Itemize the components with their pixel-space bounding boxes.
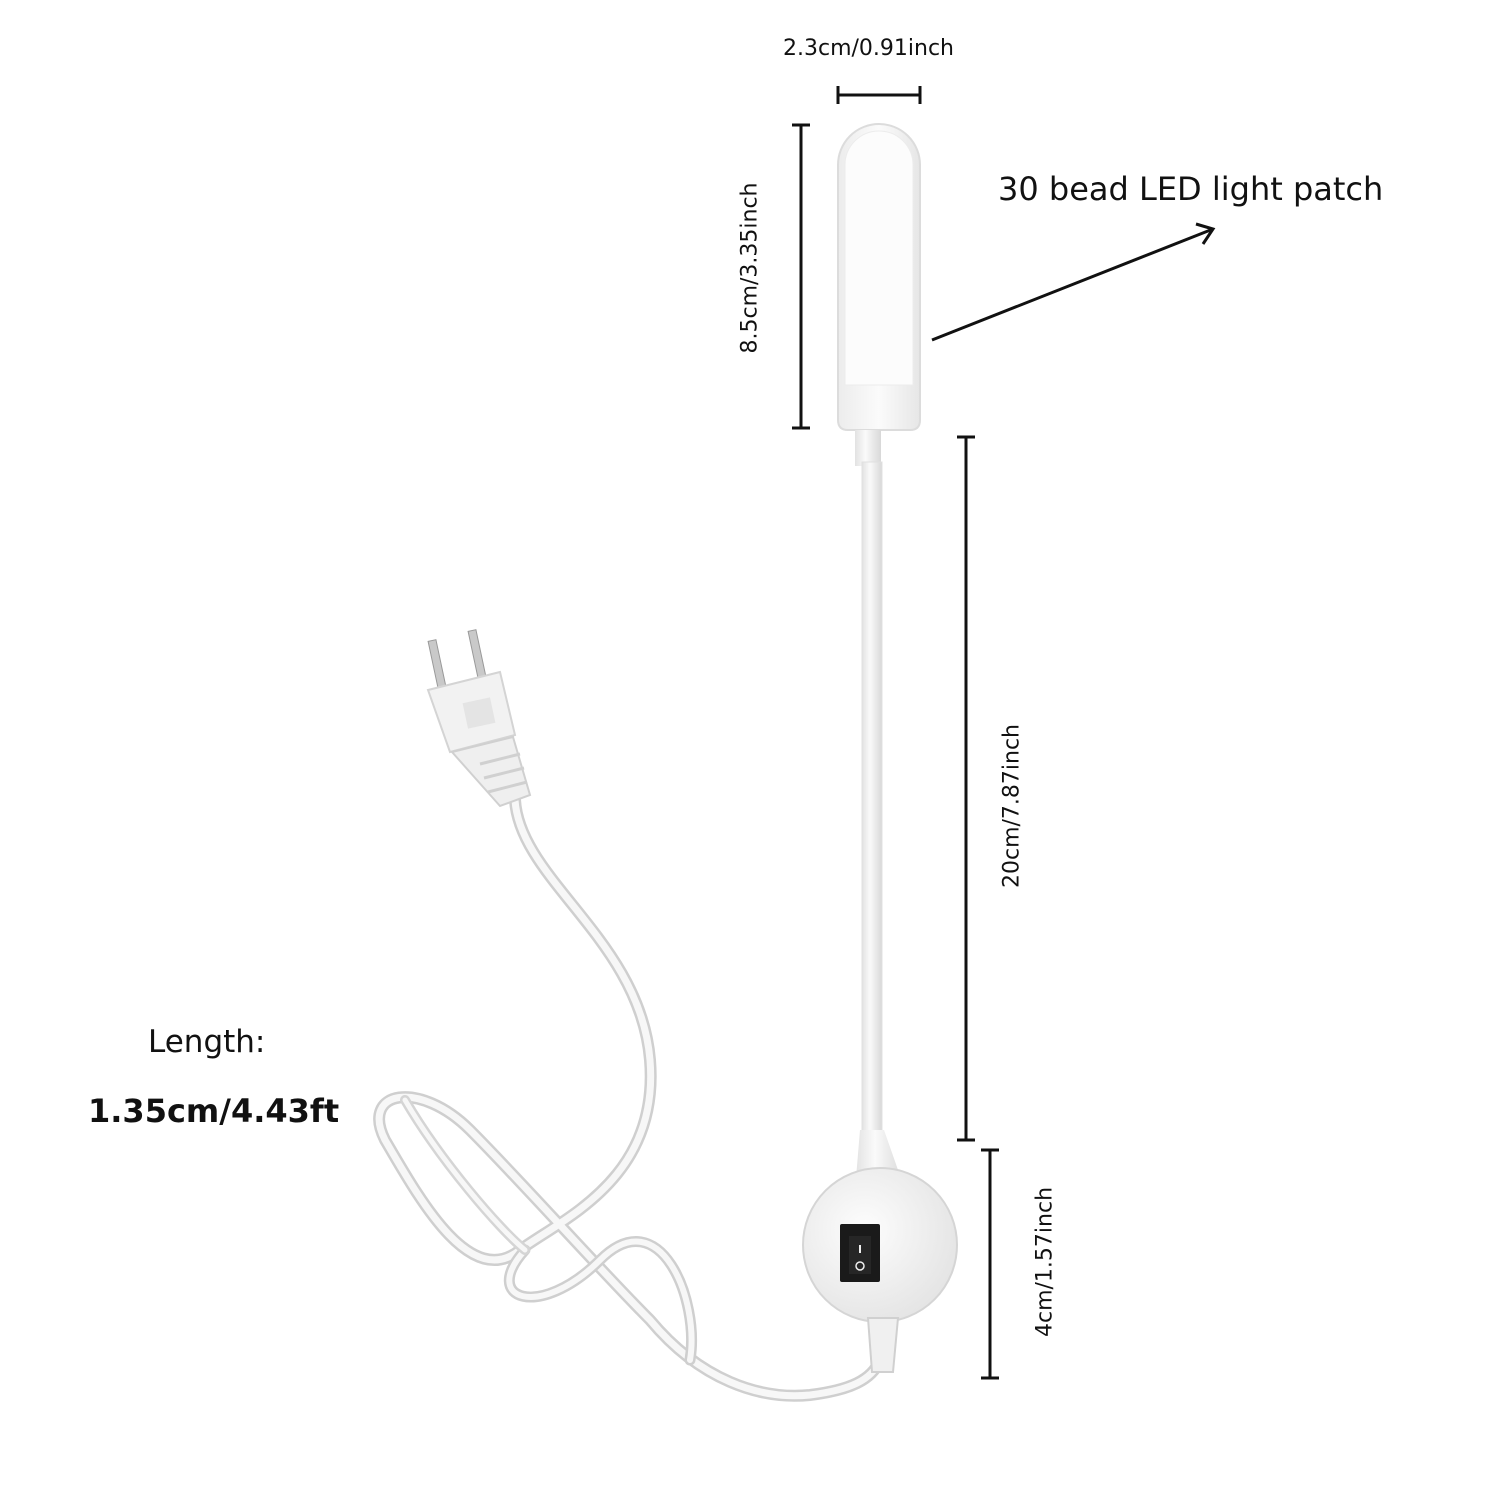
head-height-dimension-line — [792, 123, 810, 430]
power-switch[interactable] — [840, 1224, 880, 1282]
cable-length-value: 1.35cm/4.43ft — [88, 1092, 340, 1130]
strain-relief — [866, 1317, 900, 1373]
cable-length-heading: Length: — [148, 1024, 266, 1060]
callout-arrow — [931, 222, 1216, 342]
head-width-dimension-line — [836, 86, 922, 104]
arm-length-dimension-line — [957, 435, 975, 1142]
head-width-label: 2.3cm/0.91inch — [783, 36, 955, 61]
plug — [426, 629, 532, 808]
arm-length-label: 20cm/7.87inch — [999, 723, 1025, 889]
base-height-dimension-line — [981, 1148, 999, 1380]
power-cable — [373, 794, 886, 1402]
led-callout-label: 30 bead LED light patch — [998, 170, 1384, 208]
gooseneck-arm — [861, 461, 883, 1143]
base-height-label: 4cm/1.57inch — [1032, 1186, 1058, 1338]
head-height-label: 8.5cm/3.35inch — [737, 182, 763, 354]
led-light-head — [837, 123, 921, 466]
